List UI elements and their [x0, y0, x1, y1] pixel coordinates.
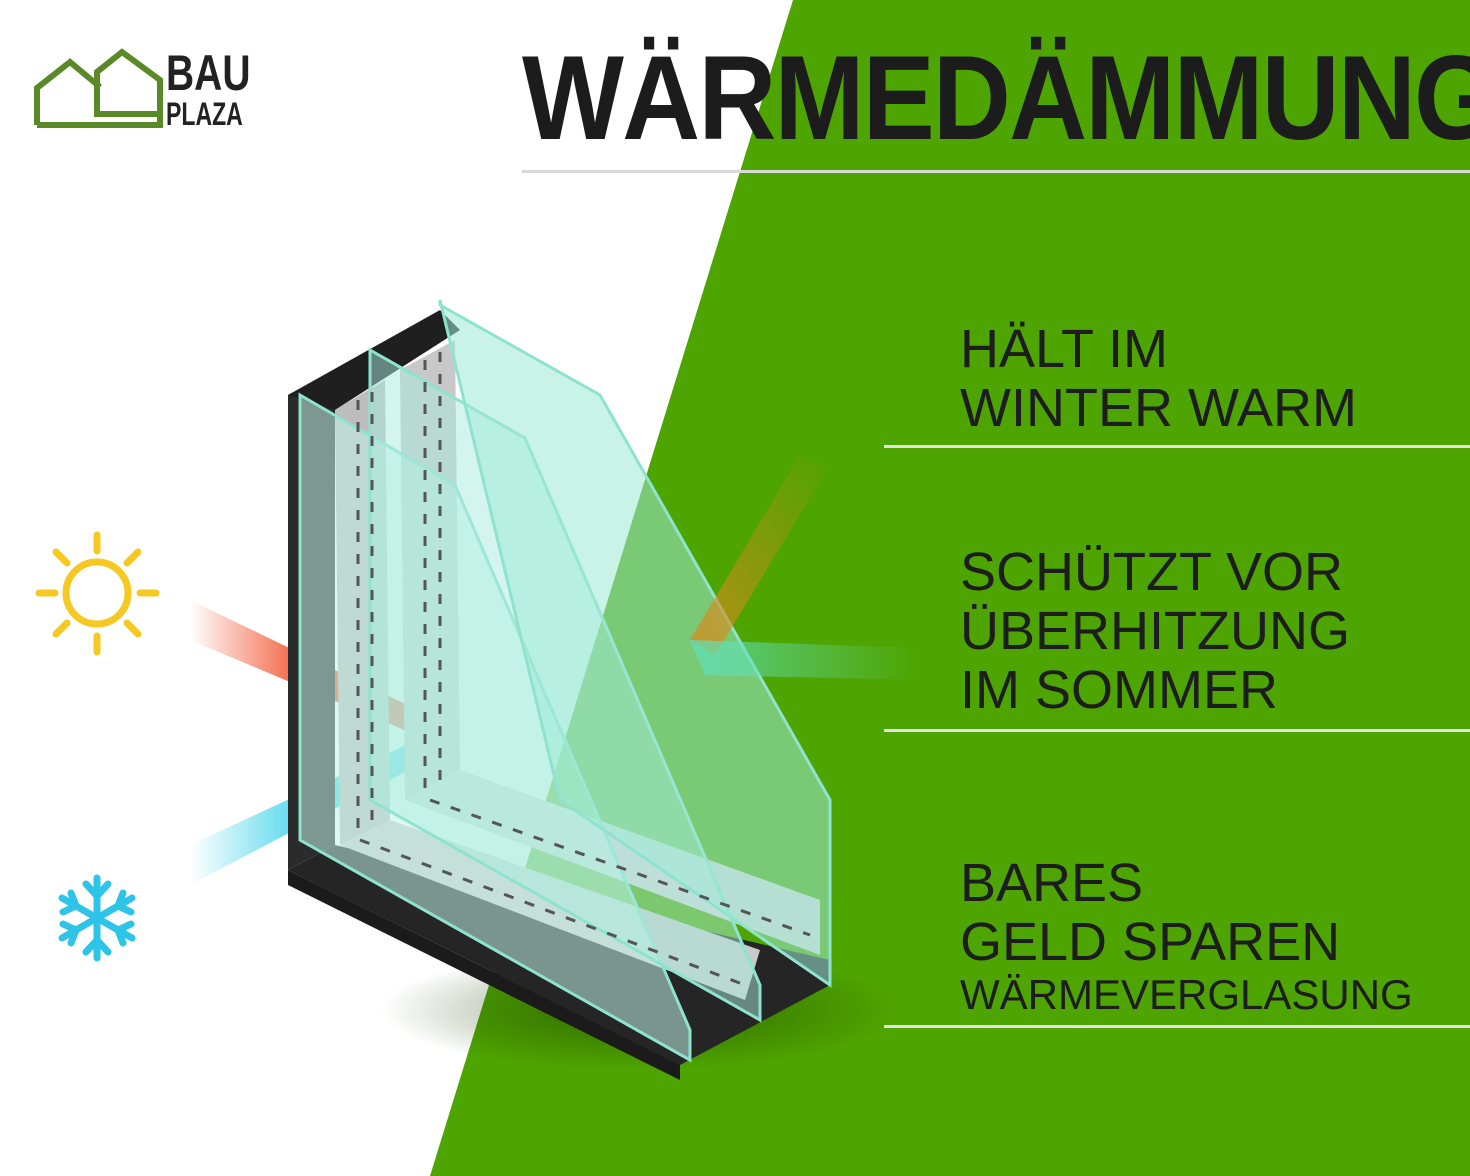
snowflake-icon — [58, 874, 136, 962]
logo-text-bau: BAU — [166, 45, 251, 101]
benefit-summer-protection: SCHÜTZT VOR ÜBERHITZUNG IM SOMMER — [960, 543, 1350, 720]
glass-panes — [298, 299, 832, 1063]
benefit-divider — [884, 1025, 1470, 1028]
benefit-line: IM SOMMER — [960, 660, 1278, 720]
house-outline-icon — [34, 48, 163, 128]
benefit-line: BARES — [960, 853, 1144, 913]
page-title: WÄRMEDÄMMUNG — [522, 31, 1470, 165]
benefit-line: HÄLT IM — [960, 319, 1169, 379]
benefit-winter-warm: HÄLT IM WINTER WARM — [960, 320, 1357, 438]
benefit-divider — [884, 729, 1470, 732]
benefit-subline: WÄRMEVERGLASUNG — [960, 971, 1413, 1018]
title-divider — [522, 170, 1470, 173]
logo-text-plaza: PLAZA — [166, 96, 243, 132]
benefit-line: ÜBERHITZUNG — [960, 601, 1350, 661]
spacer-dashes — [356, 352, 811, 987]
benefit-line: GELD SPAREN — [960, 912, 1341, 972]
sun-icon — [35, 531, 160, 656]
benefit-line: WINTER WARM — [960, 378, 1357, 438]
benefit-divider — [884, 445, 1470, 448]
warm-out-ray — [690, 455, 830, 655]
reflect-out-ray — [690, 640, 920, 680]
benefit-line: SCHÜTZT VOR — [960, 542, 1344, 602]
benefit-save-money: BARES GELD SPAREN WÄRMEVERGLASUNG — [960, 854, 1413, 1018]
